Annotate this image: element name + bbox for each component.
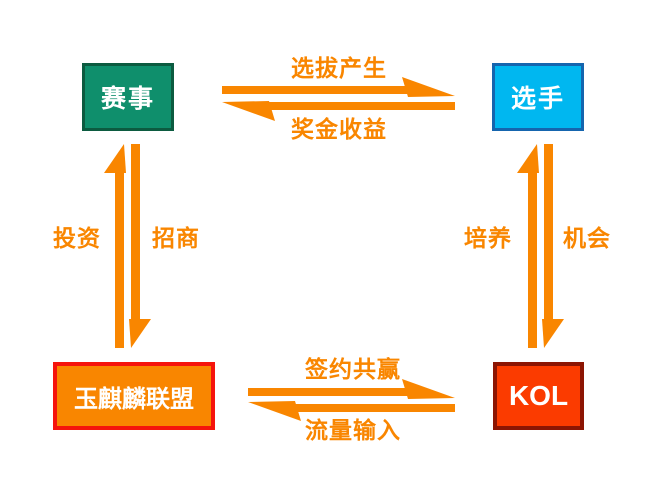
- edge-label-alliance-to-kol: 签约共赢: [305, 356, 401, 382]
- node-players-label: 选手: [510, 85, 565, 113]
- edge-label-players-to-kol: 机会: [563, 225, 611, 251]
- arrow-head-down-icon: [542, 319, 564, 348]
- edge-label-alliance-to-events: 投资: [53, 225, 101, 251]
- arrow-head-right-icon: [402, 379, 455, 399]
- node-alliance: 玉麒麟联盟: [53, 362, 215, 430]
- arrow-shaft: [248, 388, 412, 396]
- arrow-shaft: [544, 144, 553, 322]
- arrow-shaft: [115, 170, 124, 348]
- node-events-label: 赛事: [100, 85, 155, 113]
- arrow-shaft: [222, 86, 412, 94]
- node-kol-label: KOL: [508, 380, 569, 411]
- arrow-head-right-icon: [402, 77, 455, 97]
- arrow-head-down-icon: [129, 319, 151, 348]
- arrow-players-to-kol: [542, 144, 564, 348]
- arrow-players-to-events: [222, 101, 455, 121]
- edge-label-events-to-players: 选拔产生: [291, 55, 387, 81]
- arrow-shaft: [291, 404, 455, 412]
- arrow-alliance-to-events: [104, 144, 126, 348]
- arrow-head-up-icon: [104, 144, 126, 173]
- edge-label-events-to-alliance: 招商: [152, 225, 200, 251]
- node-alliance-label: 玉麒麟联盟: [74, 385, 194, 413]
- arrow-shaft: [131, 144, 140, 322]
- node-kol: KOL: [493, 362, 584, 430]
- arrow-head-left-icon: [248, 401, 301, 421]
- arrow-shaft: [528, 170, 537, 348]
- node-players: 选手: [492, 63, 584, 131]
- arrow-events-to-alliance: [129, 144, 151, 348]
- arrow-head-up-icon: [517, 144, 539, 173]
- edge-label-players-to-events: 奖金收益: [291, 116, 387, 142]
- arrow-head-left-icon: [222, 101, 275, 121]
- arrow-kol-to-alliance: [248, 401, 455, 421]
- arrow-kol-to-players: [517, 144, 539, 348]
- arrow-shaft: [265, 102, 455, 110]
- arrow-events-to-players: [222, 77, 455, 97]
- edge-label-kol-to-players: 培养: [464, 225, 512, 251]
- edge-label-kol-to-alliance: 流量输入: [305, 417, 401, 443]
- arrow-alliance-to-kol: [248, 379, 455, 399]
- node-events: 赛事: [82, 63, 174, 131]
